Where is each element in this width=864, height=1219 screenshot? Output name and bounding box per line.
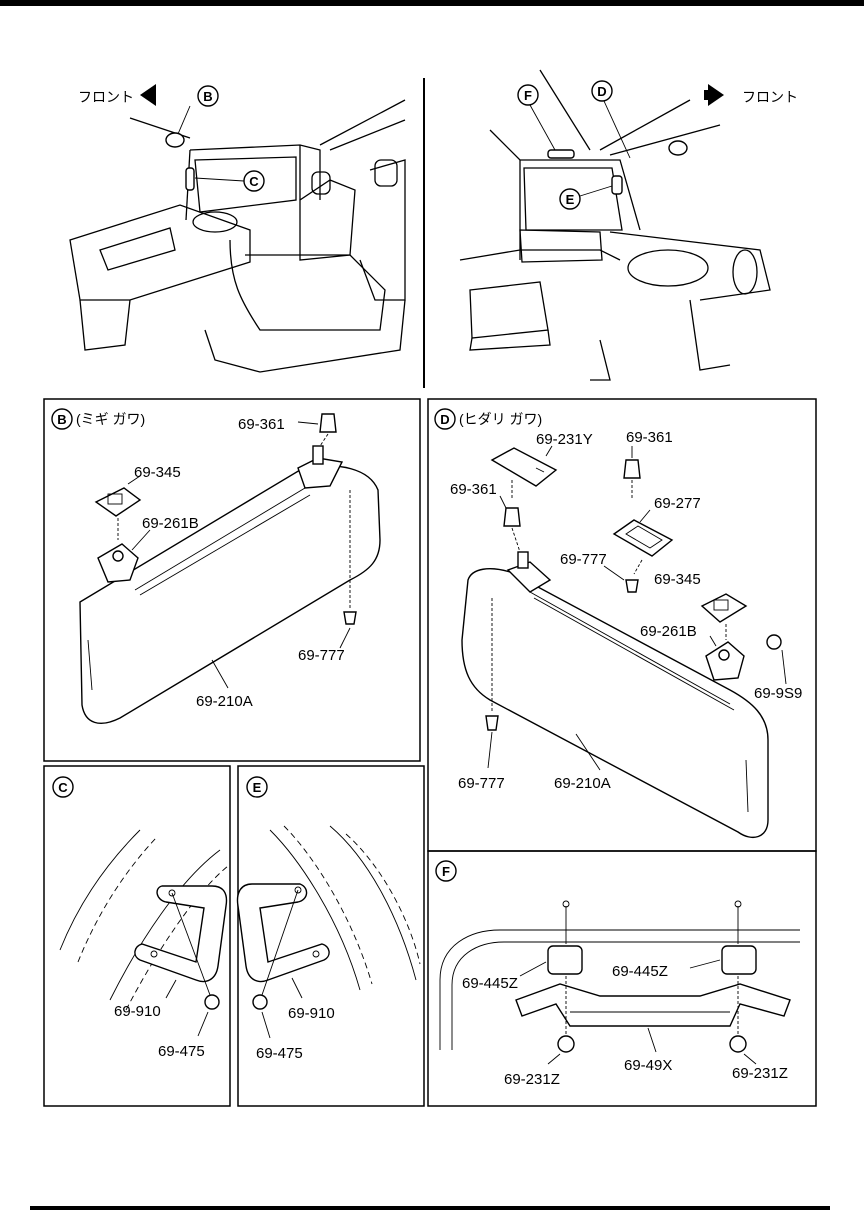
svg-text:B: B	[57, 412, 66, 427]
panel-e: E 69-910 69-475	[236, 765, 425, 1107]
panel-b-marker	[51, 408, 73, 430]
panel-c-frame	[43, 765, 231, 1107]
part-label-b-69-210a: 69-210A	[196, 693, 253, 710]
part-label-f-69-49x: 69-49X	[624, 1057, 672, 1074]
sun-visor-b	[79, 465, 381, 724]
part-label-d-69-361-left: 69-361	[450, 481, 497, 498]
panel-d: D (ヒダリ ガワ)	[427, 398, 817, 852]
callout-b-left	[197, 85, 219, 107]
overview-right-view: フロント F D E	[459, 69, 798, 381]
part-label-b-69-345: 69-345	[134, 464, 181, 481]
svg-text:F: F	[442, 864, 450, 879]
svg-text:E: E	[253, 780, 262, 795]
callout-f-right	[517, 84, 539, 106]
panel-b-frame	[43, 398, 421, 762]
panel-d-marker	[434, 408, 456, 430]
part-label-d-69-777-lower: 69-777	[458, 775, 505, 792]
front-label-right: フロント	[742, 89, 798, 105]
part-label-f-69-445z-right: 69-445Z	[612, 963, 668, 980]
svg-text:B: B	[203, 89, 212, 104]
callout-c-left	[243, 170, 265, 192]
part-label-c-69-910: 69-910	[114, 1003, 161, 1020]
part-label-f-69-231z-right: 69-231Z	[732, 1065, 788, 1082]
part-label-d-69-231y: 69-231Y	[536, 431, 593, 448]
grab-handle-e	[236, 883, 330, 983]
panel-e-frame	[237, 765, 425, 1107]
panel-b: B (ミギ ガワ) 69-361 69-345 69-261B 69-777 6…	[43, 398, 421, 762]
part-label-b-69-261b: 69-261B	[142, 515, 199, 532]
bottom-rule	[30, 1206, 830, 1210]
grab-handle-f	[515, 983, 791, 1027]
svg-text:D: D	[440, 412, 449, 427]
grab-handle-c	[134, 885, 228, 983]
part-label-d-69-777-upper: 69-777	[560, 551, 607, 568]
part-label-f-69-445z-left: 69-445Z	[462, 975, 518, 992]
sun-visor-d	[461, 568, 769, 839]
top-rule	[0, 0, 864, 6]
svg-text:C: C	[58, 780, 68, 795]
part-label-e-69-475: 69-475	[256, 1045, 303, 1062]
svg-text:F: F	[524, 88, 532, 103]
overview-left-view: フロント B C	[69, 84, 406, 373]
part-label-d-69-361-right: 69-361	[626, 429, 673, 446]
part-label-d-69-9s9: 69-9S9	[754, 685, 802, 702]
panel-c: C 69-910 69-475	[43, 765, 231, 1107]
panel-f-frame	[427, 850, 817, 1107]
front-arrow-right-icon	[708, 84, 724, 106]
svg-text:E: E	[566, 192, 575, 207]
part-label-e-69-910: 69-910	[288, 1005, 335, 1022]
panel-e-marker	[246, 776, 268, 798]
front-label-left: フロント	[78, 89, 134, 105]
part-label-d-69-210a: 69-210A	[554, 775, 611, 792]
part-label-f-69-231z-left: 69-231Z	[504, 1071, 560, 1088]
front-arrow-left-icon	[140, 84, 156, 106]
panel-f-marker	[435, 860, 457, 882]
svg-text:C: C	[249, 174, 259, 189]
panel-c-marker	[52, 776, 74, 798]
part-label-c-69-475: 69-475	[158, 1043, 205, 1060]
part-label-b-69-361: 69-361	[238, 416, 285, 433]
panel-d-caption: (ヒダリ ガワ)	[459, 411, 542, 427]
svg-text:D: D	[597, 84, 606, 99]
part-label-d-69-345: 69-345	[654, 571, 701, 588]
part-label-d-69-261b: 69-261B	[640, 623, 697, 640]
part-label-d-69-277: 69-277	[654, 495, 701, 512]
panel-f: F 69-445Z 69-445Z 69-231Z 69-49X 69-231Z	[427, 850, 817, 1107]
callout-d-right	[591, 80, 613, 102]
panel-b-caption: (ミギ ガワ)	[76, 411, 145, 427]
callout-e-right	[559, 188, 581, 210]
part-label-b-69-777: 69-777	[298, 647, 345, 664]
